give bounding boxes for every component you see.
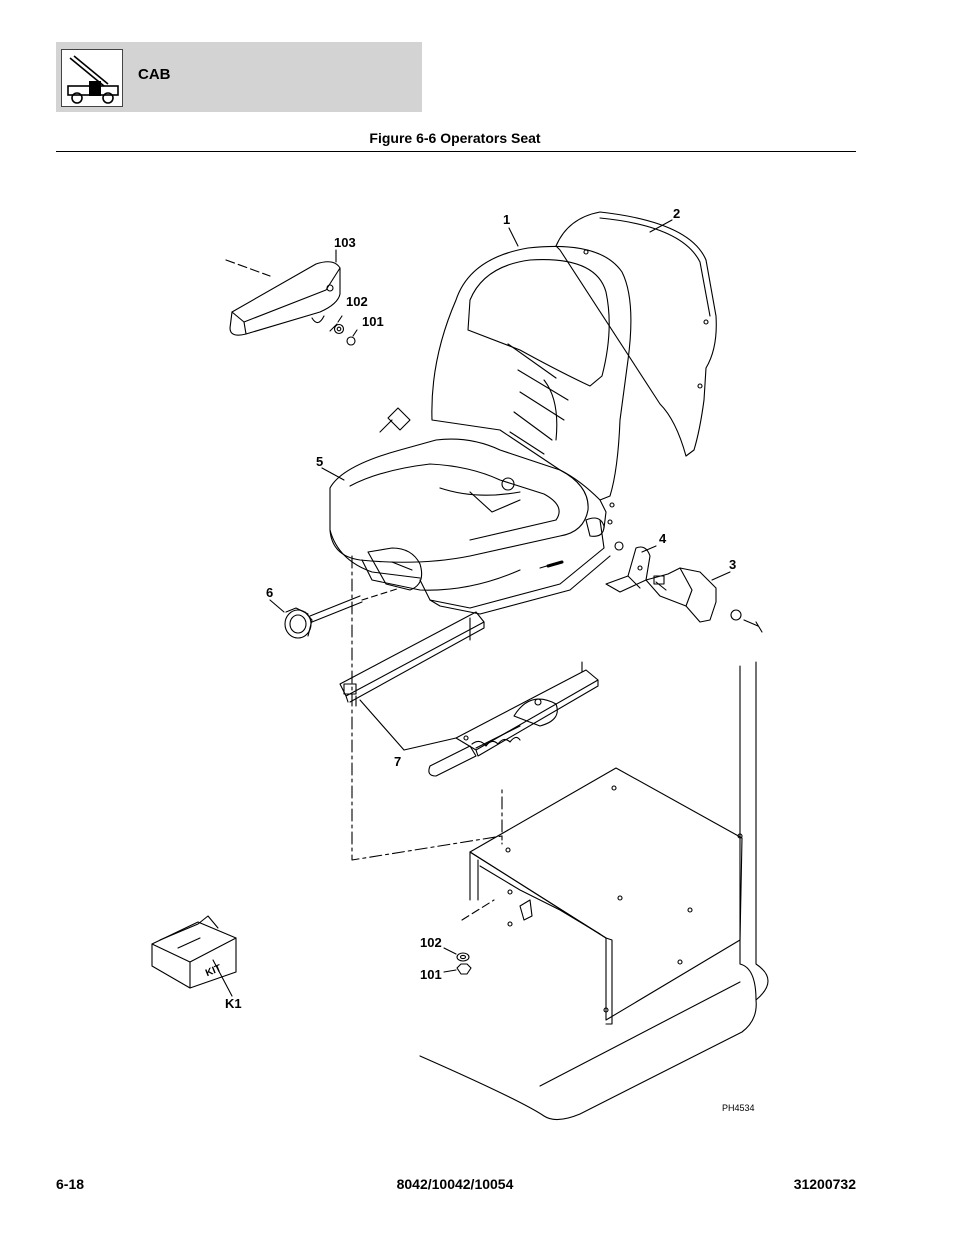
seatbelt-buckle-part	[605, 541, 651, 593]
seatbelt-part	[645, 567, 763, 633]
seat-back-part	[431, 245, 632, 529]
seat-rail-upper-part	[339, 611, 485, 707]
callout-7: 7	[394, 754, 401, 769]
document-number: 31200732	[793, 1176, 856, 1192]
armrest-part	[225, 259, 358, 346]
seat-back-cover-part	[555, 211, 717, 457]
callout-4: 4	[659, 531, 667, 546]
adjustment-knob-part	[284, 587, 401, 639]
callout-102-armrest: 102	[346, 294, 368, 309]
section-title: CAB	[138, 66, 171, 83]
drawing-id: PH4534	[722, 1103, 755, 1113]
kit-box-part	[151, 915, 237, 989]
callout-6: 6	[266, 585, 273, 600]
seat-rail-lower-part	[428, 661, 599, 777]
callout-103: 103	[334, 235, 356, 250]
section-header: CAB	[56, 42, 422, 112]
page-number: 6-18	[56, 1176, 85, 1192]
callout-3: 3	[729, 557, 736, 572]
seat-riser-box-part	[461, 767, 743, 1025]
callout-101-riser: 101	[420, 967, 442, 982]
seat-cushion-part	[329, 407, 589, 591]
seat-base-part	[367, 517, 611, 615]
model-numbers: 8042/10042/10054	[396, 1176, 514, 1192]
callout-101-armrest: 101	[362, 314, 384, 329]
figure-title: Figure 6-6 Operators Seat	[369, 130, 541, 146]
callout-2: 2	[673, 206, 680, 221]
kit-box-label: KIT	[204, 963, 223, 979]
callout-102-riser: 102	[420, 935, 442, 950]
callout-1: 1	[503, 212, 510, 227]
callout-k1: K1	[225, 996, 242, 1011]
cab-wall-part	[419, 661, 769, 1121]
header-rule	[56, 151, 856, 152]
telehandler-cab-icon	[61, 49, 123, 107]
callout-5: 5	[316, 454, 323, 469]
